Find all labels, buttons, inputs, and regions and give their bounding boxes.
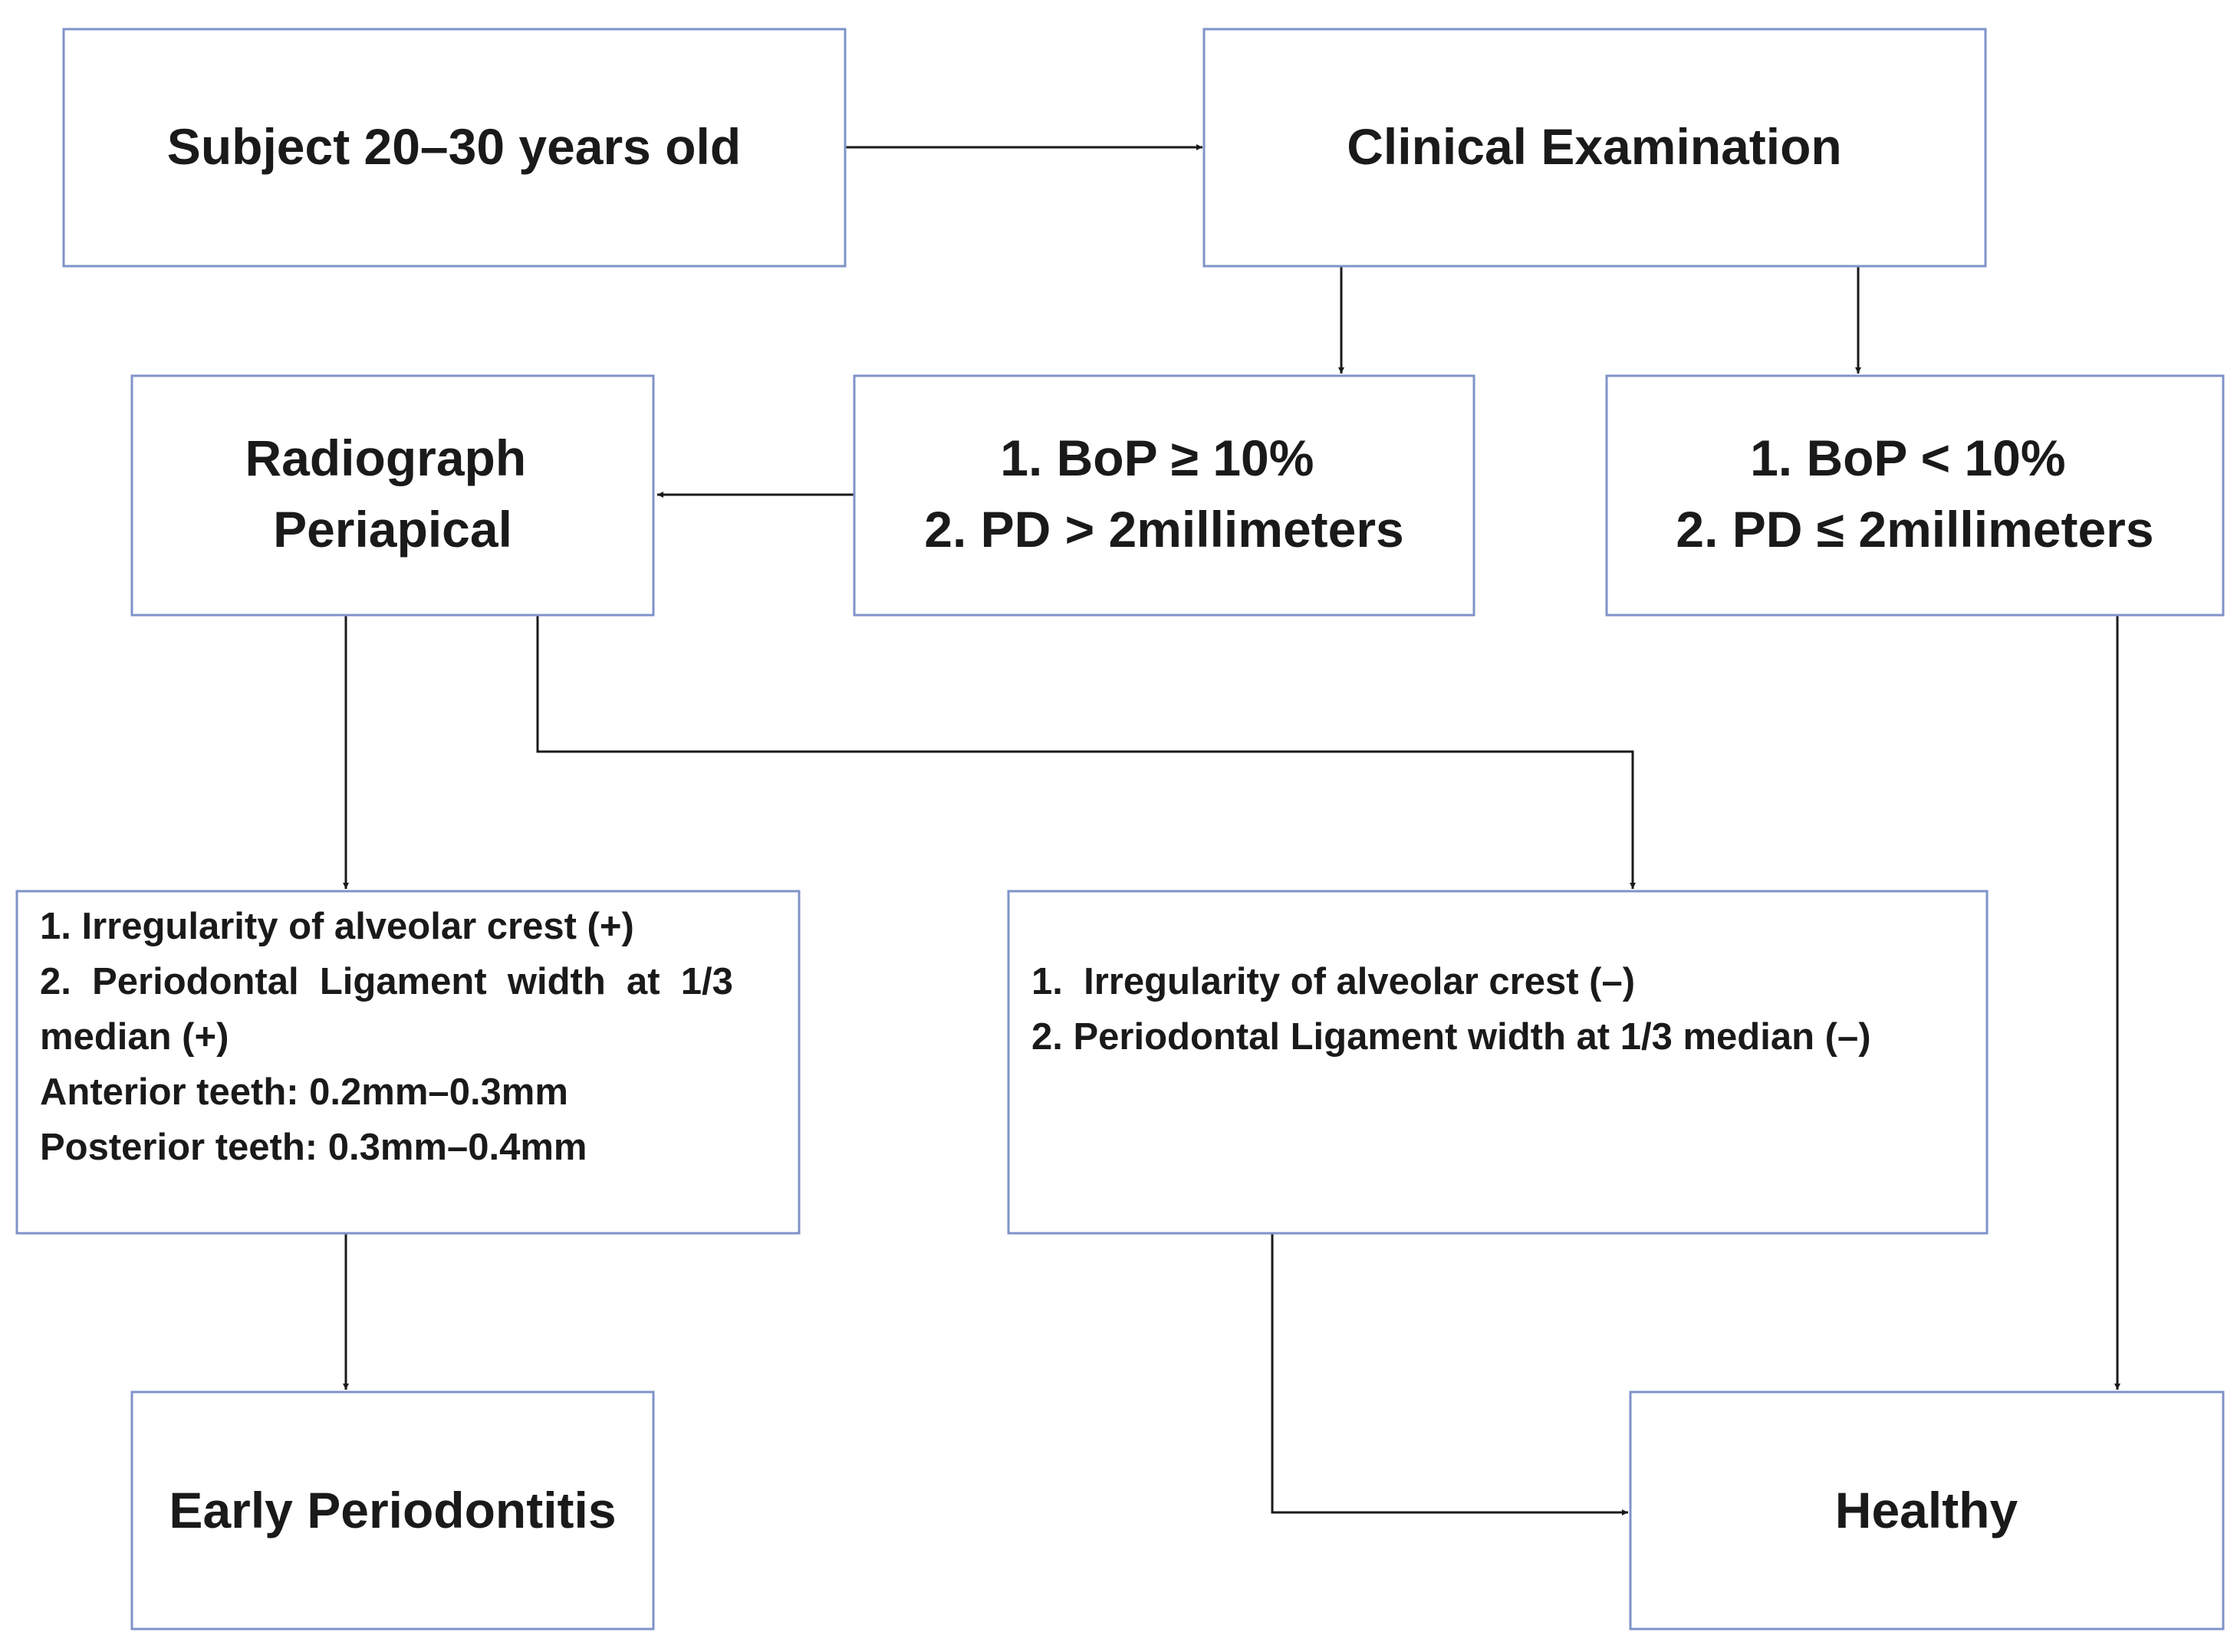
node-bop-high: 1. BoP ≥ 10% 2. PD > 2millimeters xyxy=(853,374,1475,617)
node-bop-high-line-1: 1. BoP ≥ 10% xyxy=(1000,429,1314,486)
node-criteria-neg-text: 1. Irregularity of alveolar crest (–) 2.… xyxy=(1031,961,1871,1058)
node-criteria-pos-line-5: Posterior teeth: 0.3mm–0.4mm xyxy=(40,1127,587,1168)
node-healthy-text: Healthy xyxy=(1835,1482,2018,1538)
node-healthy: Healthy xyxy=(1629,1390,2225,1631)
node-bop-high-text: 1. BoP ≥ 10% 2. PD > 2millimeters xyxy=(924,429,1404,558)
node-criteria-pos-line-2: 2. Periodontal Ligament width at 1/3 xyxy=(40,961,733,1002)
node-criteria-positive: 1. Irregularity of alveolar crest (+) 2.… xyxy=(15,890,801,1235)
node-subject-line-1: Subject 20–30 years old xyxy=(167,118,741,175)
node-bop-low-line-2: 2. PD ≤ 2millimeters xyxy=(1676,501,2153,558)
node-criteria-negative: 1. Irregularity of alveolar crest (–) 2.… xyxy=(1007,890,1989,1235)
edge-radiograph-to-criteria-neg xyxy=(536,615,1636,889)
node-bop-low: 1. BoP < 10% 2. PD ≤ 2millimeters xyxy=(1605,374,2225,617)
node-criteria-pos-text: 1. Irregularity of alveolar crest (+) 2.… xyxy=(40,906,744,1168)
node-subject-text: Subject 20–30 years old xyxy=(167,118,741,175)
node-clinical-examination: Clinical Examination xyxy=(1202,28,1987,268)
node-early-periodontitis: Early Periodontitis xyxy=(130,1390,655,1631)
connectors xyxy=(343,144,2120,1515)
node-radiograph-periapical: Radiograph Periapical xyxy=(130,374,655,617)
node-bop-low-text: 1. BoP < 10% 2. PD ≤ 2millimeters xyxy=(1676,429,2153,558)
node-criteria-neg-line-1: 1. Irregularity of alveolar crest (–) xyxy=(1031,961,1635,1002)
node-radiograph-line-2: Periapical xyxy=(273,501,512,558)
node-healthy-line-1: Healthy xyxy=(1835,1482,2018,1538)
node-clinical-line-1: Clinical Examination xyxy=(1347,118,1842,175)
node-criteria-pos-line-1: 1. Irregularity of alveolar crest (+) xyxy=(40,906,634,947)
node-early-text: Early Periodontitis xyxy=(169,1482,616,1538)
node-criteria-neg-line-2: 2. Periodontal Ligament width at 1/3 med… xyxy=(1031,1016,1871,1058)
edge-criteria-neg-to-healthy xyxy=(1271,1233,1628,1515)
node-early-line-1: Early Periodontitis xyxy=(169,1482,616,1538)
node-bop-high-line-2: 2. PD > 2millimeters xyxy=(924,501,1404,558)
node-bop-low-line-1: 1. BoP < 10% xyxy=(1750,429,2066,486)
node-criteria-pos-line-3: median (+) xyxy=(40,1016,229,1058)
node-criteria-pos-line-4: Anterior teeth: 0.2mm–0.3mm xyxy=(40,1071,568,1113)
node-radiograph-text: Radiograph Periapical xyxy=(245,429,540,558)
node-subject: Subject 20–30 years old xyxy=(62,28,847,268)
node-clinical-text: Clinical Examination xyxy=(1347,118,1842,175)
node-radiograph-line-1: Radiograph xyxy=(245,429,526,486)
